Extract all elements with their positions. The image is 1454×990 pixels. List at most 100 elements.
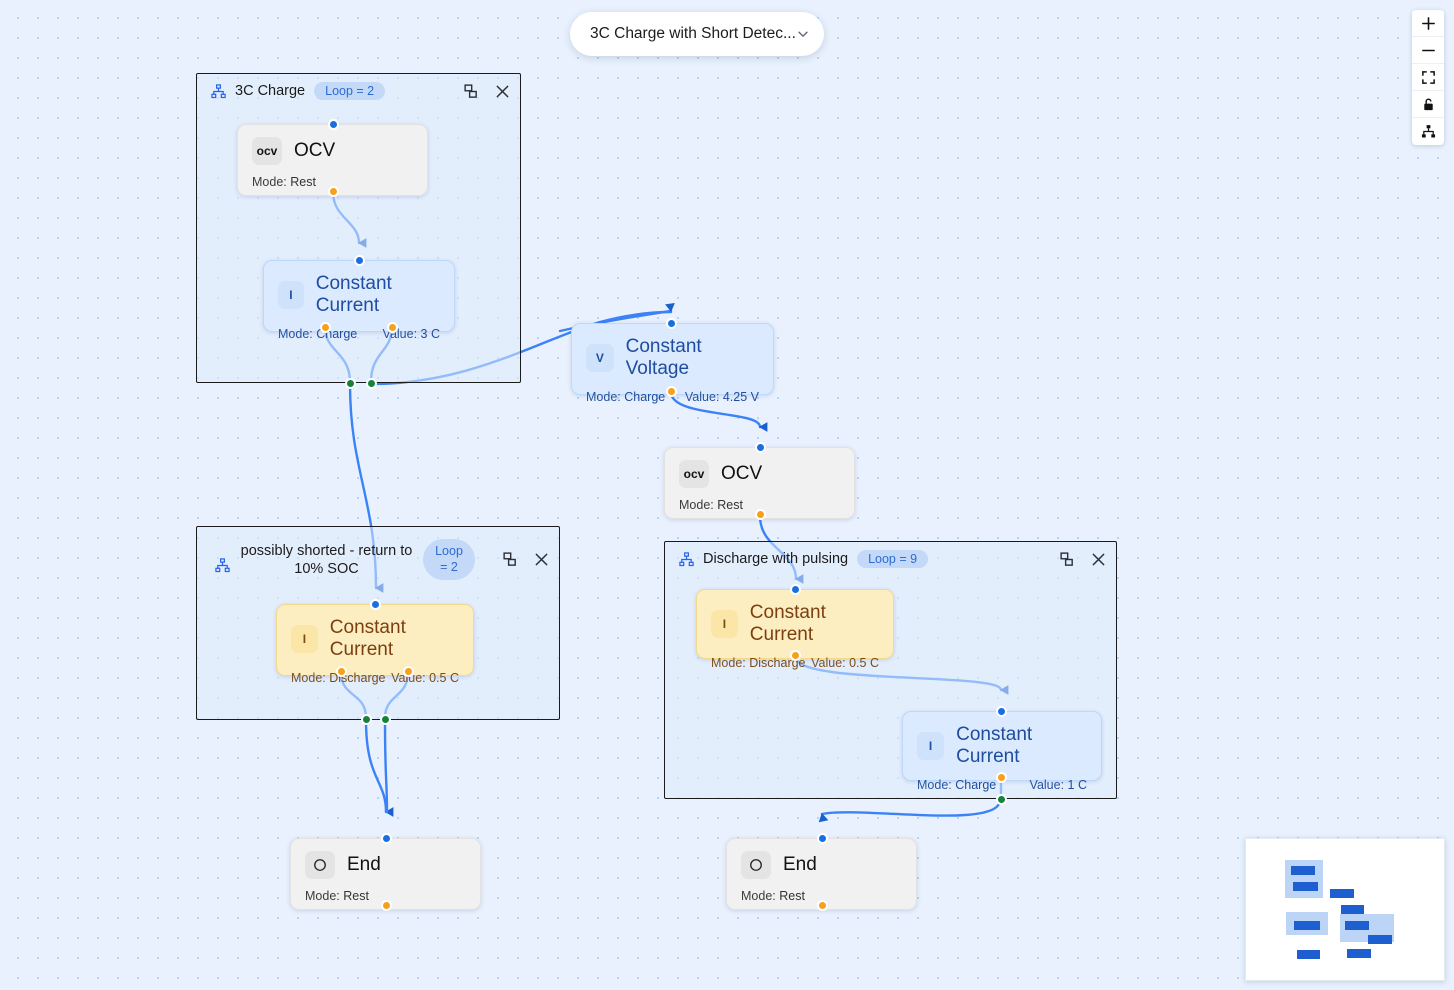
loop-badge-line2: = 2 (440, 559, 458, 574)
ungroup-icon[interactable] (1060, 551, 1075, 567)
ocv-icon: ocv (679, 460, 709, 488)
page-title: 3C Charge with Short Detec... (590, 25, 796, 42)
minimap-node (1347, 949, 1371, 958)
minus-icon (1421, 49, 1435, 51)
node-output-handle[interactable] (381, 900, 392, 911)
node-output-handle[interactable] (790, 650, 801, 661)
node-cv-charge[interactable]: V Constant Voltage Mode: Charge Value: 4… (571, 323, 774, 404)
node-input-handle[interactable] (790, 584, 801, 595)
group-title: Discharge with pulsing (703, 551, 849, 567)
node-mode-value: Rest (779, 889, 805, 903)
node-mode-value: Charge (955, 778, 997, 792)
group-output-handle[interactable] (366, 378, 377, 389)
node-input-handle[interactable] (666, 318, 677, 329)
node-output-handle[interactable] (336, 666, 347, 677)
node-output-handle[interactable] (403, 666, 414, 677)
fit-screen-icon (1421, 70, 1435, 84)
node-value-value: 4.25 V (722, 390, 759, 404)
node-mode-key: Mode: (741, 889, 776, 903)
node-title: Constant Current (329, 617, 406, 660)
node-input-handle[interactable] (381, 833, 392, 844)
canvas-toolbar[interactable] (1412, 10, 1444, 145)
group-header: Discharge with pulsing Loop = 9 (679, 550, 1106, 569)
loop-badge: Loop = 9 (857, 550, 929, 569)
node-mode-key: Mode: (252, 175, 287, 189)
ungroup-icon[interactable] (503, 552, 518, 567)
node-value-key: Value: (684, 390, 720, 404)
chevron-down-icon[interactable] (796, 27, 810, 41)
close-icon[interactable] (495, 84, 510, 99)
node-value-key: Value: (1029, 778, 1065, 792)
node-output-handle[interactable] (387, 322, 398, 333)
node-mode-key: Mode: (291, 671, 326, 685)
node-cc-discharge-pulsing[interactable]: I Constant Current Mode: Discharge Value… (696, 589, 894, 670)
current-icon: I (278, 281, 304, 309)
node-mode-key: Mode: (305, 889, 340, 903)
node-mode-key: Mode: (586, 390, 621, 404)
node-end-2[interactable]: End Mode: Rest (726, 838, 917, 910)
group-output-handle[interactable] (361, 714, 372, 725)
zoom-in-button[interactable] (1412, 10, 1444, 37)
node-title: Constant Current (749, 602, 826, 645)
node-cc-charge-3c[interactable]: I Constant Current Mode: Charge Value: 3… (263, 260, 455, 341)
node-input-handle[interactable] (755, 442, 766, 453)
node-cc-charge-1c[interactable]: I Constant Current Mode: Charge Value: 1… (902, 711, 1102, 792)
node-mode-key: Mode: (278, 327, 313, 341)
minimap-node (1345, 921, 1369, 930)
minimap-node (1330, 889, 1354, 898)
node-input-handle[interactable] (817, 833, 828, 844)
node-output-handle[interactable] (666, 386, 677, 397)
node-output-handle[interactable] (996, 772, 1007, 783)
end-circle-icon (741, 851, 771, 879)
node-mode-key: Mode: (679, 498, 714, 512)
node-ocv-1[interactable]: ocv OCV Mode: Rest (237, 124, 428, 196)
fit-view-button[interactable] (1412, 64, 1444, 91)
lock-button[interactable] (1412, 91, 1444, 118)
workflow-title-dropdown[interactable]: 3C Charge with Short Detec... (570, 12, 824, 56)
group-title: possibly shorted - return to 10% SOC (239, 542, 414, 578)
end-circle-icon (305, 851, 335, 879)
layout-button[interactable] (1412, 118, 1444, 145)
minimap-node (1297, 950, 1320, 959)
voltage-icon: V (586, 344, 614, 372)
node-mode-value: Rest (717, 498, 743, 512)
node-input-handle[interactable] (996, 706, 1007, 717)
node-output-handle[interactable] (817, 900, 828, 911)
hierarchy-icon (1421, 125, 1435, 138)
zoom-out-button[interactable] (1412, 37, 1444, 64)
node-mode-value: Charge (624, 390, 666, 404)
node-title: Constant Current (956, 724, 1033, 767)
node-end-1[interactable]: End Mode: Rest (290, 838, 481, 910)
node-input-handle[interactable] (328, 119, 339, 130)
minimap-node (1293, 882, 1318, 891)
node-title: End (783, 854, 817, 875)
node-cc-discharge-shorted[interactable]: I Constant Current Mode: Discharge Value… (276, 604, 474, 685)
node-mode-key: Mode: (711, 656, 746, 670)
node-output-handle[interactable] (320, 322, 331, 333)
node-input-handle[interactable] (370, 599, 381, 610)
node-title: Constant Current (315, 273, 392, 316)
group-output-handle[interactable] (996, 794, 1007, 805)
node-mode-value: Rest (343, 889, 369, 903)
node-output-handle[interactable] (328, 186, 339, 197)
group-output-handle[interactable] (345, 378, 356, 389)
minimap-node (1294, 921, 1320, 930)
node-input-handle[interactable] (354, 255, 365, 266)
current-icon: I (291, 625, 318, 653)
node-title: Constant Voltage (625, 336, 702, 379)
minimap-node (1341, 905, 1364, 914)
ungroup-icon[interactable] (464, 83, 479, 99)
node-mode-value: Rest (290, 175, 316, 189)
group-title-line1: possibly shorted - return to (240, 542, 413, 559)
close-icon[interactable] (1091, 552, 1106, 567)
hierarchy-icon (211, 83, 226, 98)
node-value-value: 0.5 C (849, 656, 879, 670)
minimap[interactable] (1245, 838, 1445, 981)
hierarchy-icon (679, 551, 694, 566)
node-output-handle[interactable] (755, 509, 766, 520)
close-icon[interactable] (534, 552, 549, 567)
node-value-value: 0.5 C (429, 671, 459, 685)
group-output-handle[interactable] (380, 714, 391, 725)
loop-badge: Loop = 2 (423, 539, 475, 581)
